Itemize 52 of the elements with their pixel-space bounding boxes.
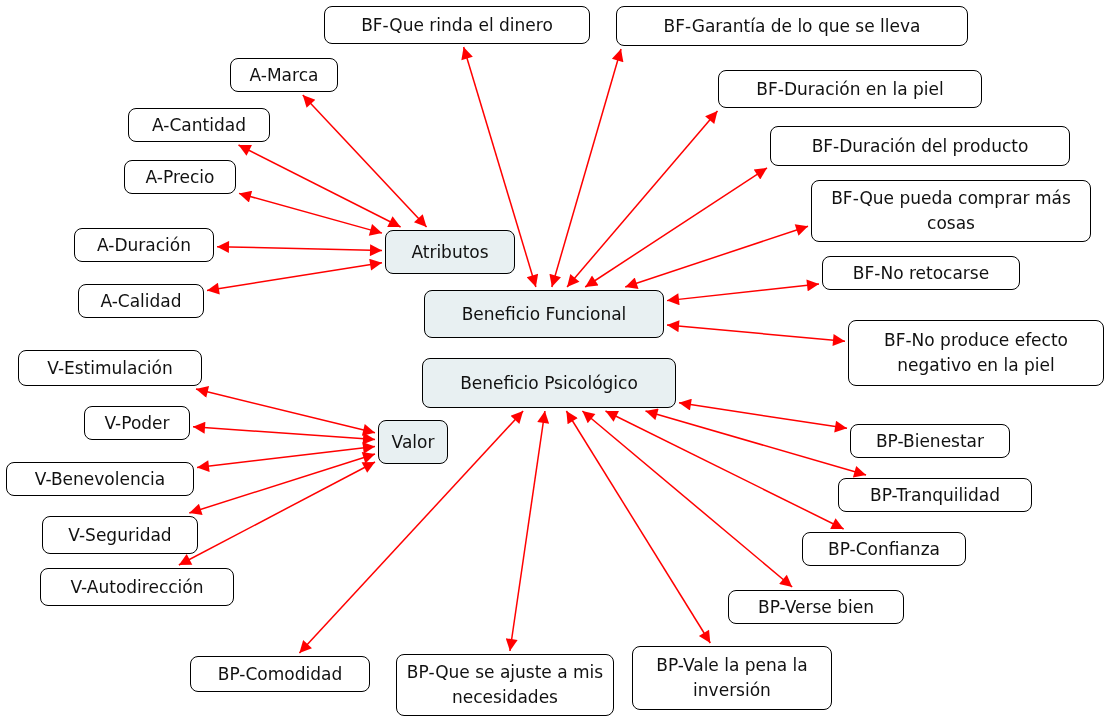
double-arrow bbox=[581, 410, 793, 588]
sub-concept-box: V-Seguridad bbox=[42, 516, 198, 554]
double-arrow bbox=[644, 408, 867, 478]
concept-box: Beneficio Funcional bbox=[424, 290, 664, 338]
sub-concept-box: BP-Tranquilidad bbox=[838, 478, 1032, 512]
double-arrow bbox=[565, 410, 712, 644]
double-arrow bbox=[237, 144, 402, 228]
sub-concept-box: V-Poder bbox=[84, 406, 190, 440]
double-arrow bbox=[298, 410, 524, 654]
sub-concept-box: V-Benevolencia bbox=[6, 462, 194, 496]
double-arrow bbox=[549, 48, 624, 288]
double-arrow bbox=[216, 240, 383, 257]
sub-concept-box: BF-Que pueda comprar más cosas bbox=[811, 180, 1091, 242]
sub-concept-box: BP-Bienestar bbox=[850, 424, 1010, 458]
sub-concept-box: A-Marca bbox=[230, 58, 338, 92]
sub-concept-box: A-Cantidad bbox=[128, 108, 270, 142]
double-arrow bbox=[461, 46, 539, 288]
sub-concept-box: BF-No retocarse bbox=[822, 256, 1020, 290]
sub-concept-box: V-Estimulación bbox=[18, 350, 202, 386]
double-arrow bbox=[678, 398, 848, 433]
double-arrow bbox=[566, 110, 719, 288]
double-arrow bbox=[196, 441, 376, 473]
double-arrow bbox=[178, 461, 376, 566]
sub-concept-box: V-Autodirección bbox=[40, 568, 234, 606]
double-arrow bbox=[238, 190, 383, 236]
sub-concept-box: BP-Confianza bbox=[802, 532, 966, 566]
double-arrow bbox=[666, 320, 846, 347]
double-arrow bbox=[206, 258, 383, 295]
sub-concept-box: A-Calidad bbox=[78, 284, 204, 318]
sub-concept-box: BF-Garantía de lo que se lleva bbox=[616, 6, 968, 46]
sub-concept-box: BP-Vale la pena la inversión bbox=[632, 646, 832, 710]
double-arrow bbox=[505, 410, 550, 652]
sub-concept-box: A-Precio bbox=[124, 160, 236, 194]
double-arrow bbox=[604, 410, 845, 530]
double-arrow bbox=[302, 94, 428, 228]
double-arrow bbox=[195, 386, 376, 436]
sub-concept-box: BF-Duración en la piel bbox=[718, 70, 982, 108]
sub-concept-box: A-Duración bbox=[74, 228, 214, 262]
sub-concept-box: BP-Comodidad bbox=[190, 656, 370, 692]
double-arrow bbox=[192, 421, 376, 445]
double-arrow bbox=[584, 167, 768, 288]
double-arrow bbox=[188, 451, 376, 516]
sub-concept-box: BF-Duración del producto bbox=[770, 126, 1070, 166]
sub-concept-box: BF-Que rinda el dinero bbox=[324, 6, 590, 44]
double-arrow bbox=[624, 224, 809, 289]
concept-box: Valor bbox=[378, 420, 448, 464]
concept-box: Atributos bbox=[385, 230, 515, 274]
sub-concept-box: BF-No produce efecto negativo en la piel bbox=[848, 320, 1104, 386]
double-arrow bbox=[666, 279, 820, 306]
concept-box: Beneficio Psicológico bbox=[422, 358, 676, 408]
sub-concept-box: BP-Que se ajuste a mis necesidades bbox=[396, 654, 614, 716]
sub-concept-box: BP-Verse bien bbox=[728, 590, 904, 624]
